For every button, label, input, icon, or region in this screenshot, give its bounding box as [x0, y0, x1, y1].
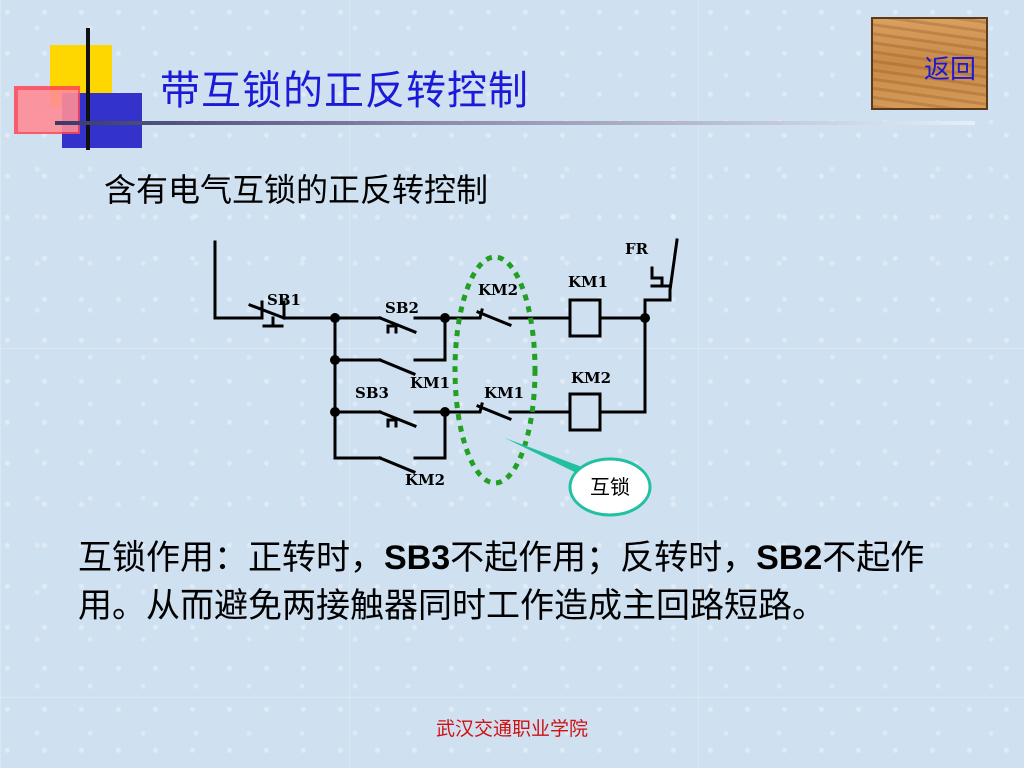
logo-decoration [14, 28, 150, 150]
left-rail-wire [213, 240, 264, 320]
circuit-diagram: 互锁 FR SB1 SB2 SB3 KM1 KM2 KM2 KM1 KM1 KM… [213, 238, 679, 517]
label-sb2: SB2 [385, 299, 419, 317]
label-km1-interlock: KM1 [484, 384, 524, 402]
footer-school-name: 武汉交通职业学院 [435, 718, 588, 740]
body-paragraph: 互锁作用：正转时，SB3不起作用；反转时，SB2不起作用。从而避免两接触器同时工… [78, 534, 958, 630]
page-title: 带互锁的正反转控制 [160, 68, 529, 114]
back-button-label: 返回 [923, 55, 976, 85]
label-fr: FR [625, 240, 649, 258]
sb1-stop-button [248, 300, 337, 328]
label-km2-hold: KM2 [405, 471, 445, 489]
junction-dots [330, 313, 650, 417]
label-sb1: SB1 [267, 291, 301, 309]
body-text-3: 不起作用。从而避免两接触器同时工作造成主回路短路。 [78, 538, 925, 626]
label-sb3: SB3 [355, 384, 389, 402]
label-km2-interlock: KM2 [478, 281, 518, 299]
label-km2-coil: KM2 [571, 369, 611, 387]
subtitle: 含有电气互锁的正反转控制 [104, 171, 489, 209]
label-km1-hold: KM1 [410, 374, 450, 392]
body-text-1: 互锁作用：正转时， [78, 538, 384, 578]
body-text-2: 不起作用；反转时， [450, 538, 757, 578]
body-bold-sb3: SB3 [384, 539, 451, 577]
interlock-callout: 互锁 [505, 438, 652, 517]
body-bold-sb2: SB2 [756, 539, 823, 577]
title-underline [55, 121, 975, 125]
label-km1-coil: KM1 [568, 273, 608, 291]
callout-label: 互锁 [590, 475, 630, 499]
back-button[interactable]: 返回 [871, 17, 988, 110]
reverse-rung-wire [333, 316, 647, 474]
interlock-highlight [452, 254, 538, 486]
top-rung-wire [333, 238, 679, 338]
